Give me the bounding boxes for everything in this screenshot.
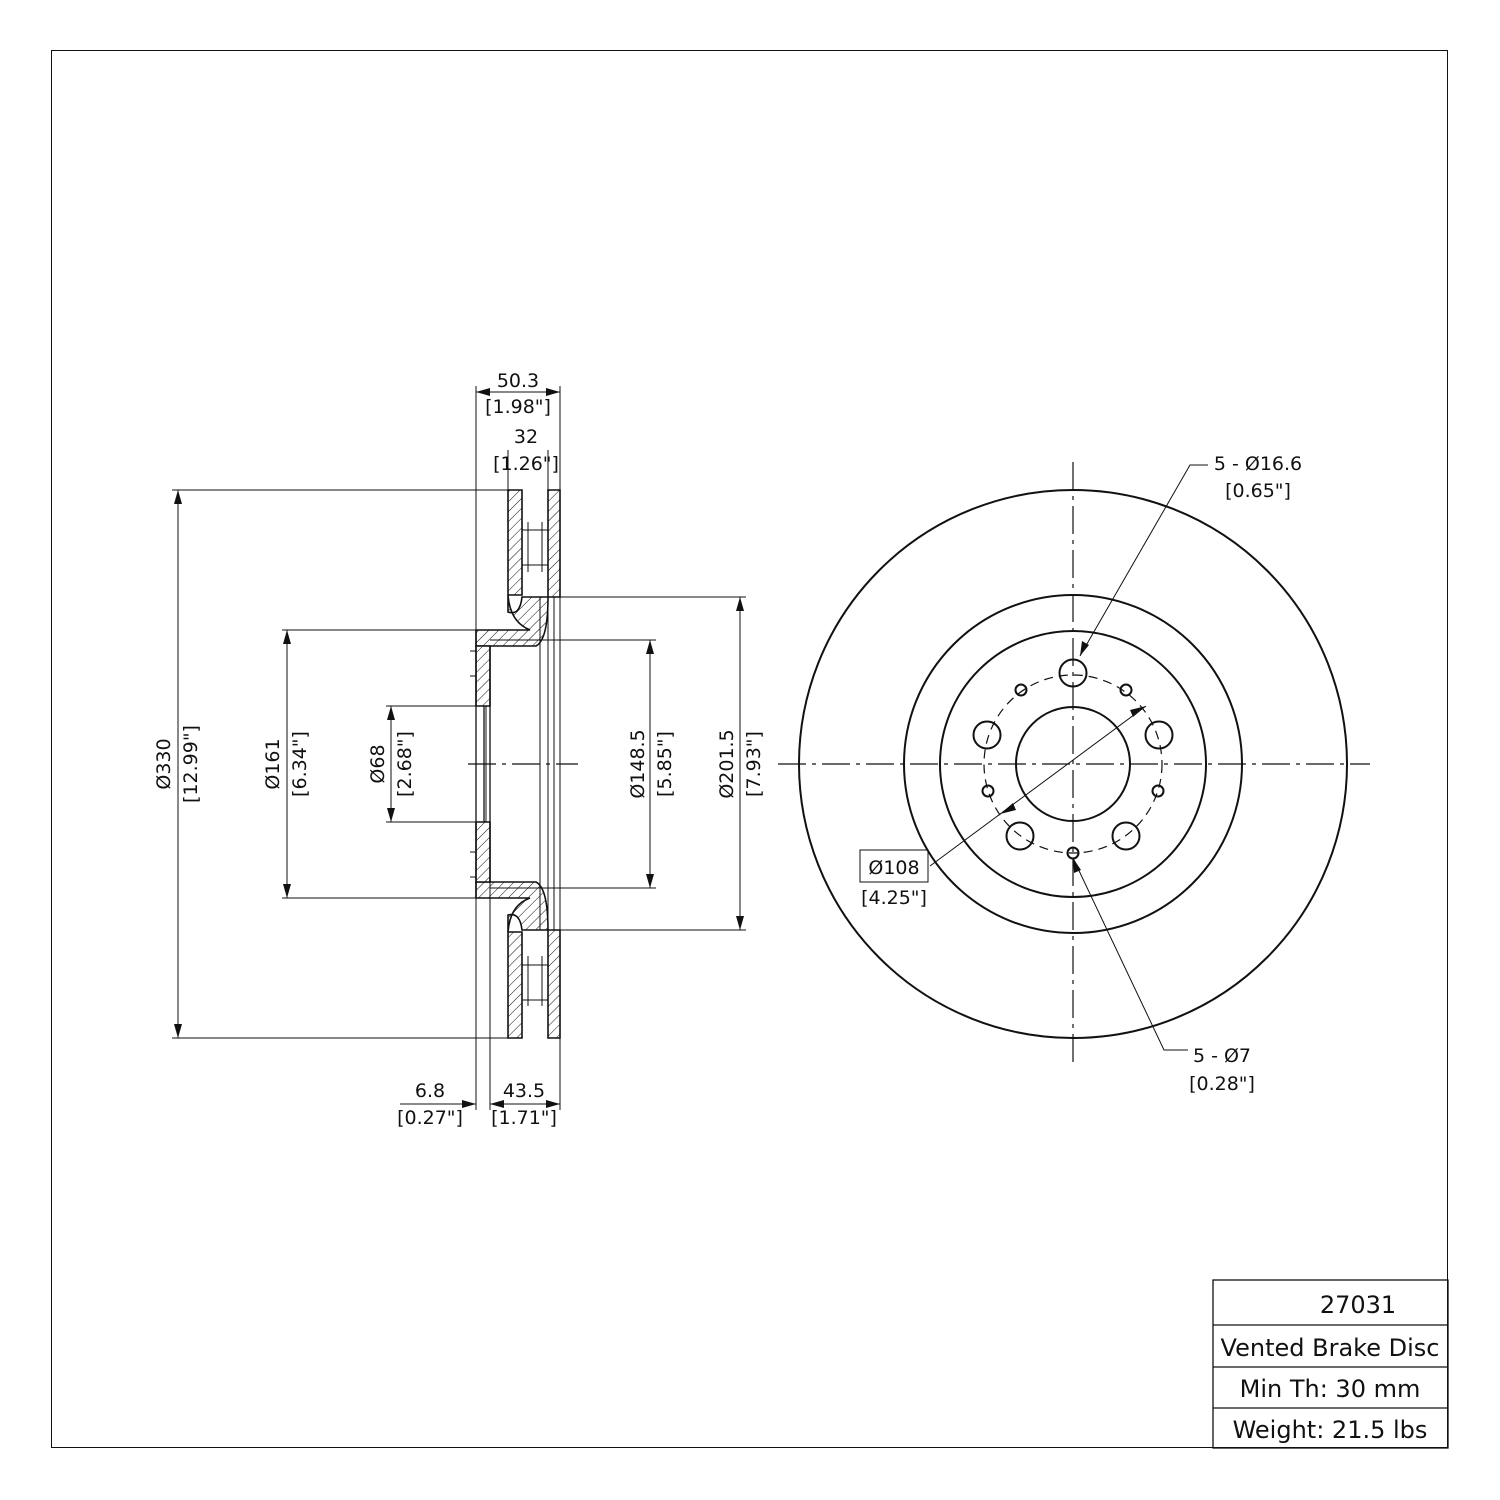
small-holes-in: [0.28"] <box>1189 1073 1255 1095</box>
friction-inner-edge <box>903 594 1243 934</box>
upper-mount-face <box>475 645 491 707</box>
face-leaders <box>859 464 1208 1051</box>
bolt-hole <box>1144 720 1174 750</box>
center-bore-in: [2.68"] <box>394 731 416 797</box>
offset-in: [1.71"] <box>491 1107 557 1129</box>
outer-rim <box>798 489 1348 1039</box>
min-thickness: Min Th: 30 mm <box>1240 1375 1421 1403</box>
inner-diameter-mm: Ø148.5 <box>627 729 649 798</box>
small-hole <box>1119 683 1133 697</box>
section-view <box>468 489 578 1039</box>
overall-height-mm: 50.3 <box>497 370 539 392</box>
upper-hat <box>475 594 549 647</box>
center-bore-mm: Ø68 <box>367 744 389 783</box>
hat-thickness-in: [0.27"] <box>397 1107 463 1129</box>
vanes <box>522 522 548 1006</box>
disc-thickness-mm: 32 <box>514 426 538 448</box>
small-hole <box>1014 683 1028 697</box>
bolt-hole <box>1111 821 1141 851</box>
lower-inboard-plate <box>547 929 561 1039</box>
part-number: 27031 <box>1320 1291 1396 1319</box>
hat-diameter-mm: Ø161 <box>262 738 284 789</box>
section-dimensions <box>172 386 746 1110</box>
upper-outboard-plate <box>507 489 523 596</box>
disc-thickness-in: [1.26"] <box>493 453 559 475</box>
bolt-hole <box>972 720 1002 750</box>
hat-edge <box>939 630 1207 898</box>
title-block <box>1212 1279 1449 1449</box>
bolt-hole <box>1005 821 1035 851</box>
hat-thickness-mm: 6.8 <box>415 1080 445 1102</box>
bolt-holes-in: [0.65"] <box>1225 480 1291 502</box>
friction-inner-diameter-mm: Ø201.5 <box>716 729 738 798</box>
bolt-hole <box>1058 658 1088 688</box>
outer-diameter-mm: Ø330 <box>153 738 175 789</box>
small-hole <box>1151 784 1165 798</box>
small-holes-mm: 5 - Ø7 <box>1193 1045 1251 1067</box>
outer-diameter-in: [12.99"] <box>180 725 202 803</box>
center-bore <box>1015 706 1131 822</box>
friction-inner-diameter-in: [7.93"] <box>743 731 765 797</box>
part-description: Vented Brake Disc <box>1221 1334 1440 1362</box>
hat-diameter-in: [6.34"] <box>289 731 311 797</box>
bolt-circle <box>983 674 1163 854</box>
weight: Weight: 21.5 lbs <box>1233 1416 1428 1444</box>
overall-height-in: [1.98"] <box>485 396 551 418</box>
lower-outboard-plate <box>507 931 523 1039</box>
bolt-holes-mm: 5 - Ø16.6 <box>1214 453 1302 475</box>
upper-inboard-plate <box>547 489 561 598</box>
lower-mount-face <box>475 821 491 883</box>
small-hole <box>981 784 995 798</box>
offset-mm: 43.5 <box>503 1080 545 1102</box>
inner-diameter-in: [5.85"] <box>654 731 676 797</box>
bolt-circle-box <box>859 849 929 883</box>
bolt-circle-mm: Ø108 <box>868 857 919 879</box>
lower-hat <box>475 881 549 933</box>
bolt-circle-in: [4.25"] <box>861 887 927 909</box>
face-view <box>778 462 1370 1065</box>
drawing-frame <box>51 50 1448 1448</box>
